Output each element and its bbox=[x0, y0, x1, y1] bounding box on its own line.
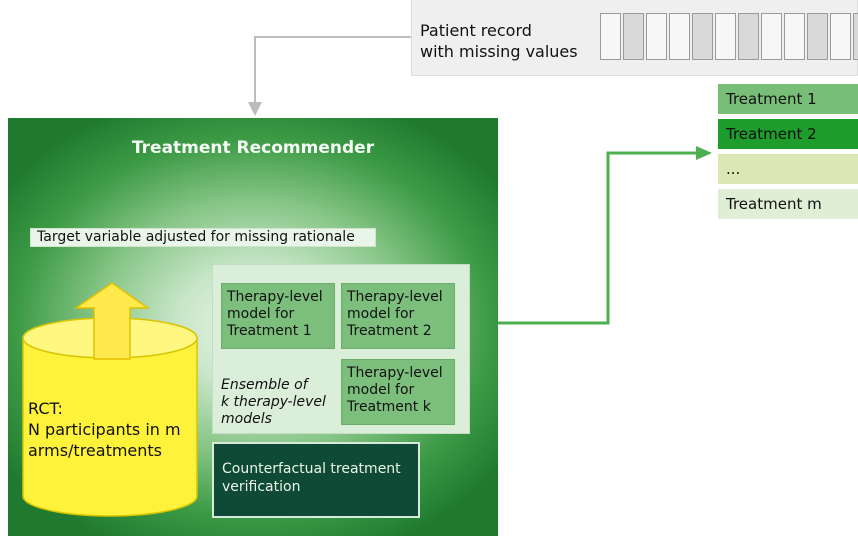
record-cell-missing bbox=[623, 13, 644, 60]
record-cell bbox=[830, 13, 851, 60]
treatment-item-m: Treatment m bbox=[718, 189, 858, 219]
record-cell-missing bbox=[692, 13, 713, 60]
model-treatment-1: Therapy-level model for Treatment 1 bbox=[221, 283, 335, 349]
record-cell bbox=[646, 13, 667, 60]
ensemble-label: Ensemble of k therapy-level models bbox=[221, 377, 326, 427]
counterfactual-verification-box: Counterfactual treatment verification bbox=[212, 442, 420, 518]
patient-record-label: Patient record with missing values bbox=[420, 21, 578, 61]
record-cell bbox=[600, 13, 621, 60]
record-cell bbox=[715, 13, 736, 60]
target-variable-bar: Target variable adjusted for missing rat… bbox=[30, 228, 376, 247]
treatment-recommender-panel: Treatment Recommender Target variable ad… bbox=[8, 118, 498, 536]
up-arrow-icon bbox=[74, 282, 150, 360]
record-cell-missing bbox=[807, 13, 828, 60]
treatment-item-ellipsis: ... bbox=[718, 154, 858, 184]
record-to-recommender-connector bbox=[254, 36, 411, 104]
record-cells bbox=[600, 13, 858, 62]
ensemble-to-treatments-connector bbox=[498, 151, 700, 325]
model-treatment-2: Therapy-level model for Treatment 2 bbox=[341, 283, 455, 349]
record-cell bbox=[761, 13, 782, 60]
ensemble-to-treatments-arrowhead bbox=[696, 146, 712, 160]
recommender-title: Treatment Recommender bbox=[131, 138, 375, 158]
rct-label: RCT: N participants in m arms/treatments bbox=[28, 399, 181, 460]
patient-record-box: Patient record with missing values bbox=[411, 0, 858, 76]
record-cell bbox=[784, 13, 805, 60]
treatment-item-1: Treatment 1 bbox=[718, 84, 858, 114]
record-cell bbox=[669, 13, 690, 60]
ensemble-box: Therapy-level model for Treatment 1 Ther… bbox=[212, 264, 470, 434]
treatment-item-2: Treatment 2 bbox=[718, 119, 858, 149]
record-cell-missing bbox=[853, 13, 858, 60]
record-cell-missing bbox=[738, 13, 759, 60]
model-treatment-k: Therapy-level model for Treatment k bbox=[341, 359, 455, 425]
record-to-recommender-arrowhead bbox=[248, 102, 262, 116]
